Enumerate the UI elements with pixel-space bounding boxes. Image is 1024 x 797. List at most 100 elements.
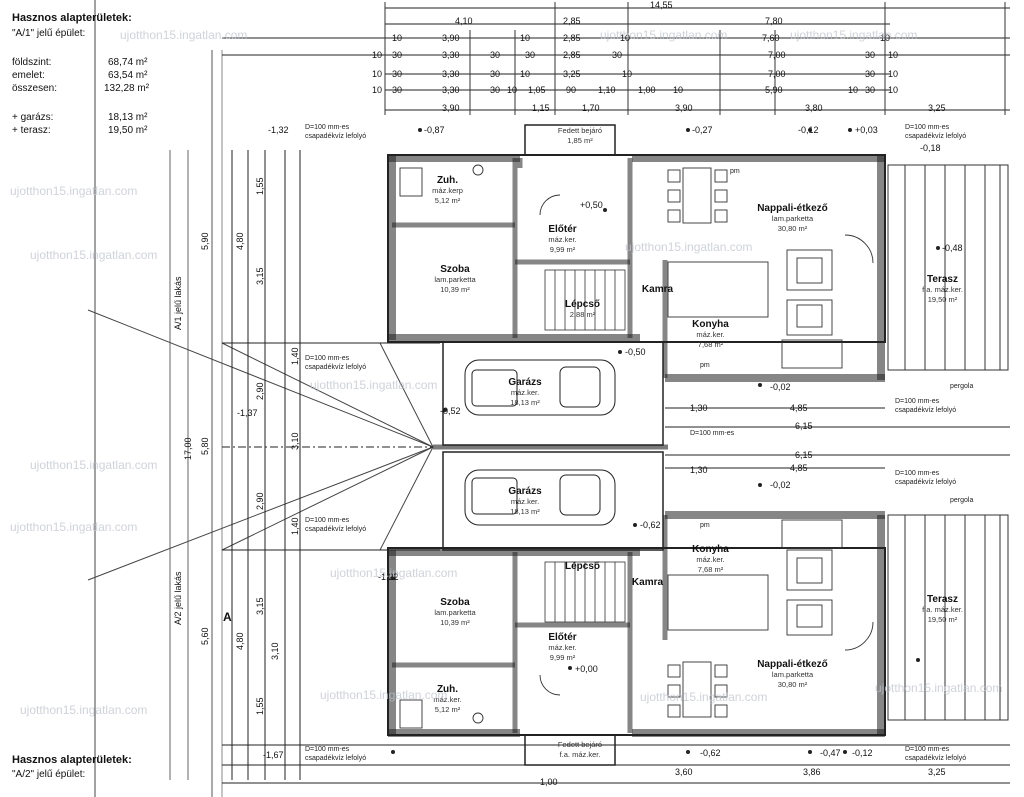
room-material: lam.parketta [434,275,476,284]
room-bedroom-1: Szoba lam.parketta 10,39 m² [420,265,490,295]
pm-note: pm [700,522,710,529]
room-name: Fedett bejáró [557,740,603,749]
watermark: ujotthon15.ingatlan.com [600,28,728,42]
pm-note: pm [730,168,740,175]
dim-label: 3,90 [675,103,693,113]
dim-label: 10 [848,85,859,95]
drain-note: D=100 mm-es [305,124,350,131]
dim-label: 6,15 [795,450,813,460]
dim-label: 17,00 [183,437,193,460]
pm-note: pm [700,362,710,369]
drain-note: D=100 mm-es [305,355,350,362]
room-name: Garázs [508,486,542,497]
room-shower-1: Zuh. máz.kerp 5,12 m² [420,176,475,206]
dim-label: 1,15 [532,103,550,113]
dim-tag: A/1 jelű lakás [173,276,183,330]
dim-label: 2,90 [255,492,265,510]
dim-label: 3,25 [928,767,946,777]
watermark: ujotthon15.ingatlan.com [625,240,753,254]
room-name: Konyha [692,544,729,555]
level-marker: +0,03 [855,125,878,135]
pergola-note: pergola [950,383,974,390]
drain-note: csapadékvíz lefolyó [305,526,367,533]
room-material: máz.ker. [433,695,462,704]
room-material: f.a. máz.ker. [559,750,601,759]
dim-label: 10 [520,33,531,43]
room-hall-1: Előtér máz.ker. 9,99 m² [535,225,590,255]
level-marker: -1,37 [237,408,258,418]
room-material: lam.parketta [771,214,814,223]
dim-label: 4,80 [235,232,245,250]
room-name: Zuh. [436,684,459,695]
legend-row-value: 18,13 m² [108,112,148,123]
level-marker: -0,62 [640,520,661,530]
dim-label: 3,86 [803,767,821,777]
dim-label: 1,55 [255,177,265,195]
room-name: Előtér [548,224,577,235]
level-marker: -0,87 [424,125,445,135]
drain-note: D=100 mm-es [895,470,940,477]
dim-label: 30 [392,85,403,95]
room-material: máz.ker. [510,497,540,506]
room-material: lam.parketta [771,670,814,679]
level-marker: -0,12 [798,125,819,135]
dim-label: 5,90 [200,232,210,250]
room-area: 19,50 m² [927,615,958,624]
room-material: máz.ker. [696,555,725,564]
dim-label: 30 [612,50,623,60]
room-covered-entrance-2: Fedett bejáró f.a. máz.ker. [545,740,615,760]
drain-note: csapadékvíz lefolyó [305,364,367,371]
watermark: ujotthon15.ingatlan.com [20,703,148,717]
dim-total: 14,55 [650,0,673,10]
dim-label: 3,25 [928,103,946,113]
room-name: Fedett bejáró [557,126,603,135]
dim-label: 1,30 [690,403,708,413]
dim-label: 10 [673,85,684,95]
level-marker: -0,48 [942,243,963,253]
dim-label: 2,85 [563,50,581,60]
dim-label: 3,90 [442,103,460,113]
room-pantry-1: Kamra [640,285,675,295]
dim-label: 90 [566,85,577,95]
room-living-dining-1: Nappali-étkező lam.parketta 30,80 m² [745,204,840,234]
room-living-dining-2: Nappali-étkező lam.parketta 30,80 m² [745,660,840,690]
drain-note: csapadékvíz lefolyó [305,755,367,762]
room-area: 7,68 m² [697,565,724,574]
dim-label: 3,10 [270,642,280,660]
dim-label: 6,15 [795,421,813,431]
legend-bottom-title: Hasznos alapterületek: [12,754,132,766]
level-marker: -0,27 [692,125,713,135]
room-kitchen-1: Konyha máz.ker. 7,68 m² [688,320,733,350]
level-marker: -0,52 [440,406,461,416]
dim-label: 30 [865,69,876,79]
room-material: máz.ker. [510,388,540,397]
legend-building: "A/1" jelű épület: [12,28,86,39]
dim-label: 5,90 [765,85,783,95]
drain-note: D=100 mm-es [305,517,350,524]
dim-label: 1,40 [290,347,300,365]
legend-row-label: + garázs: [12,112,54,123]
dim-label: 1,30 [690,465,708,475]
dim-tag: A/2 jelű lakás [173,571,183,625]
level-marker: -0,47 [820,748,841,758]
level-marker: -0,02 [770,382,791,392]
drain-note: csapadékvíz lefolyó [895,479,957,486]
dim-label: 1,40 [290,517,300,535]
watermark: ujotthon15.ingatlan.com [30,248,158,262]
dim-label: 30 [865,85,876,95]
dim-label: 1,10 [598,85,616,95]
room-kitchen-2: Konyha máz.ker. 7,68 m² [688,545,733,575]
room-bedroom-2: Szoba lam.parketta 10,39 m² [420,598,490,628]
room-material: máz.kerp [432,186,463,195]
drain-note: D=100 mm-es [690,430,735,437]
dim-label: 1,70 [582,103,600,113]
dim-label: 7,00 [768,50,786,60]
room-stairs-2: Lépcső [560,562,605,572]
drain-note: csapadékvíz lefolyó [895,407,957,414]
dim-label: 10 [392,33,403,43]
drain-note: csapadékvíz lefolyó [305,133,367,140]
dim-label: 10 [622,69,633,79]
room-name: Konyha [692,319,729,330]
dim-label: 10 [880,33,891,43]
dim-label: 3,10 [290,432,300,450]
